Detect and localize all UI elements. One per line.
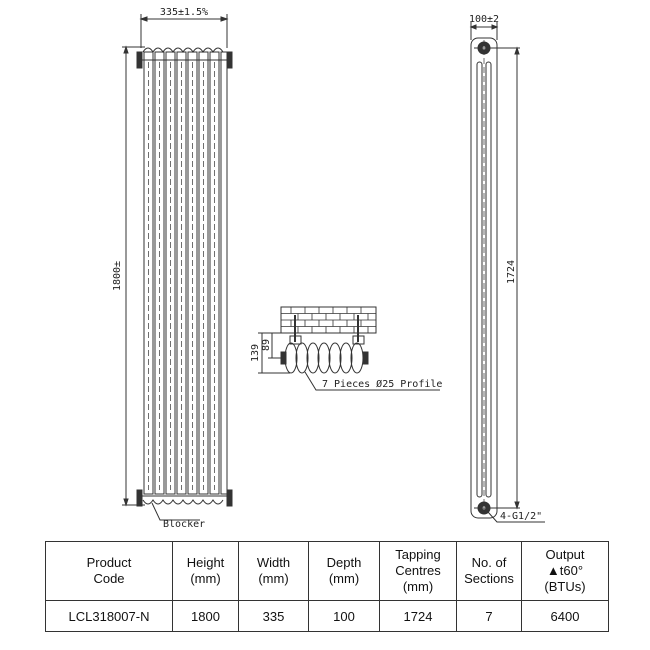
table-row: LCL318007-N 1800 335 100 1724 7 6400 [45,600,609,632]
width-dimension-label: 335±1.5% [160,7,208,18]
depth-total-label: 139 [250,344,261,362]
blocker-label: Blocker [163,519,205,530]
profile-label: 7 Pieces Ø25 Profile [322,378,442,390]
cell-height: 1800 [172,600,239,632]
front-view [122,14,233,521]
header-height: Height(mm) [172,541,239,601]
header-depth: Depth(mm) [308,541,380,601]
tapping-centres-label: 1724 [506,260,517,284]
cell-width: 335 [238,600,309,632]
header-width: Width(mm) [238,541,309,601]
technical-drawing: 335±1.5% 1800± Blocker [112,7,545,530]
cell-product-code: LCL318007-N [45,600,173,632]
cell-sections: 7 [456,600,522,632]
side-view [469,22,545,523]
cell-output: 6400 [521,600,609,632]
header-output: Output▲t60° (BTUs) [521,541,609,601]
side-depth-label: 100±2 [469,14,499,25]
cell-depth: 100 [308,600,380,632]
connection-label: 4-G1/2" [500,511,542,522]
plan-view [258,306,440,391]
depth-wall-label: 89 [261,339,272,351]
height-dimension-label: 1800± [112,261,123,291]
cell-tapping-centres: 1724 [379,600,457,632]
